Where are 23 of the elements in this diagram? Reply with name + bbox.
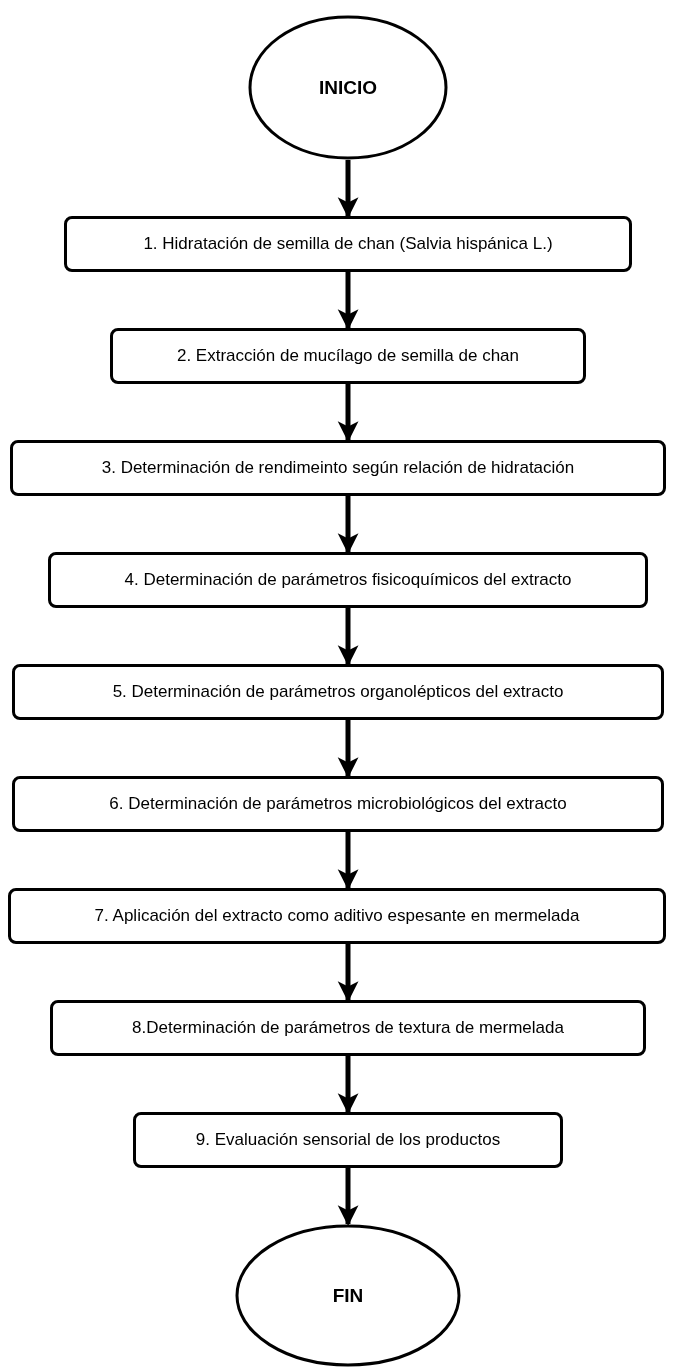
terminal-label: INICIO	[318, 76, 378, 99]
step-label: 4. Determinación de parámetros fisicoquímicos del extracto	[124, 570, 572, 590]
process-box	[8, 888, 666, 944]
terminal-label: FIN	[332, 1284, 364, 1307]
process-box	[12, 776, 664, 832]
step-label: 6. Determinación de parámetros microbiológicos del extracto	[109, 794, 567, 814]
step-label: 7. Aplicación del extracto como aditivo espesante en mermelada	[94, 906, 580, 926]
step-label: 5. Determinación de parámetros organolépticos del extracto	[112, 682, 564, 702]
step-label: 1. Hidratación de semilla de chan (Salvia hispánica L.)	[143, 234, 553, 254]
process-box	[110, 328, 586, 384]
process-box	[10, 440, 666, 496]
process-box	[48, 552, 648, 608]
step-label: 9. Evaluación sensorial de los productos	[195, 1130, 501, 1150]
step-label: 8.Determinación de parámetros de textura de mermelada	[132, 1018, 564, 1038]
arrow	[337, 1168, 359, 1227]
step-label: 3. Determinación de rendimeinto según relación de hidratación	[101, 458, 575, 478]
terminal-ellipse	[235, 1224, 461, 1367]
process-box	[12, 664, 664, 720]
step-label: 2. Extracción de mucílago de semilla de chan	[176, 346, 520, 366]
process-box	[64, 216, 632, 272]
process-box	[50, 1000, 646, 1056]
process-box	[133, 1112, 563, 1168]
terminal-ellipse	[248, 15, 448, 160]
